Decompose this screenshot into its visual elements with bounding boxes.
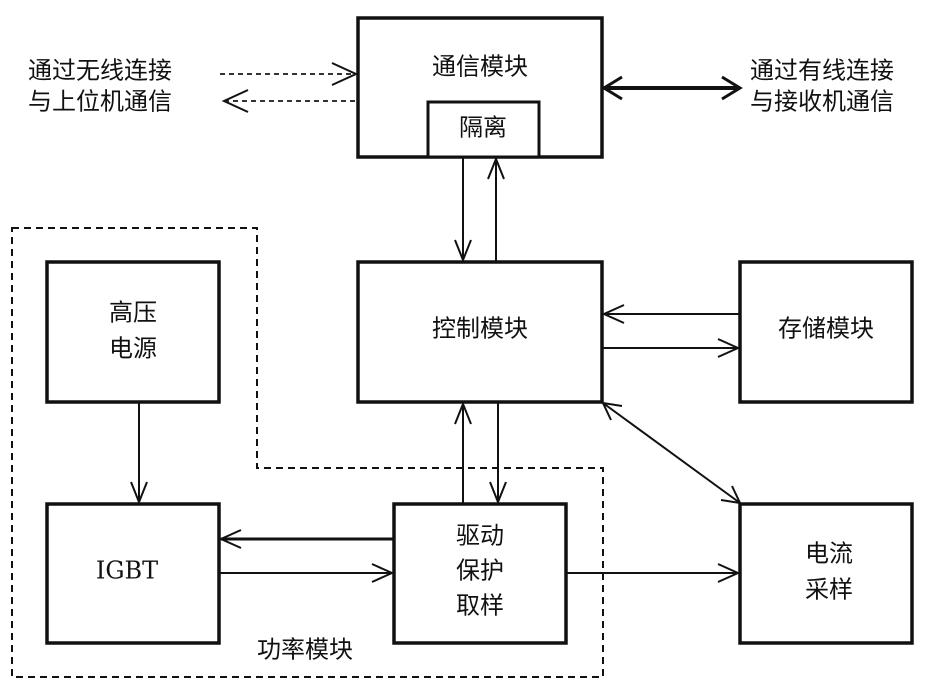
arrowhead-icon <box>721 75 743 101</box>
drive-line2: 保护 <box>456 557 504 585</box>
arrowhead-icon <box>454 239 472 263</box>
control-current-link <box>601 401 742 505</box>
arrowhead-icon <box>454 401 472 425</box>
power-module-label: 功率模块 <box>257 636 353 664</box>
current-sampling-block: 电流 采样 <box>738 502 914 645</box>
power-module-boundary <box>11 227 604 678</box>
arrowhead-icon <box>601 75 623 101</box>
wired-link <box>601 75 743 101</box>
control-drive-link <box>454 401 507 505</box>
hv-power-line2: 电源 <box>109 335 157 363</box>
comm-control-link <box>454 156 505 263</box>
arrowhead-icon <box>371 563 395 583</box>
arrowhead-icon <box>487 156 505 180</box>
current-line1: 电流 <box>805 540 853 568</box>
arrowhead-icon <box>218 529 242 549</box>
wired-label-line1: 通过有线连接 <box>750 57 894 85</box>
drive-protect-sample-block: 驱动 保护 取样 <box>392 502 568 645</box>
isolation-block <box>426 100 541 159</box>
current-line2: 采样 <box>805 576 853 604</box>
control-module-label: 控制模块 <box>432 315 528 343</box>
drive-current-link <box>566 563 741 583</box>
control-storage-link <box>601 304 741 358</box>
hv-power-block: 高压 电源 <box>45 260 221 404</box>
wireless-label-line1: 通过无线连接 <box>28 57 172 85</box>
drive-line3: 取样 <box>456 592 504 620</box>
arrowhead-icon <box>489 481 507 505</box>
drive-line1: 驱动 <box>456 522 504 550</box>
igbt-label: IGBT <box>96 557 158 585</box>
storage-module-label: 存储模块 <box>778 315 874 343</box>
control-module-block: 控制模块 <box>356 260 604 404</box>
storage-module-block: 存储模块 <box>738 260 914 404</box>
arrowhead-icon <box>130 481 148 505</box>
wireless-link <box>220 62 359 113</box>
arrowhead-icon <box>221 89 249 113</box>
comm-module-block: 通信模块 隔离 <box>356 16 604 159</box>
arrowhead-icon <box>331 62 359 86</box>
arrowhead-icon <box>717 338 741 358</box>
wireless-label-line2: 与上位机通信 <box>28 88 172 116</box>
wired-label-line2: 与接收机通信 <box>750 88 894 116</box>
power-module-label-bg <box>238 632 373 668</box>
hv-igbt-link <box>130 402 148 505</box>
arrowhead-icon <box>720 485 742 505</box>
igbt-block: IGBT <box>45 502 221 645</box>
arrowhead-icon <box>717 563 741 583</box>
arrowhead-icon <box>601 304 625 324</box>
isolation-label: 隔离 <box>459 114 507 142</box>
comm-module-label: 通信模块 <box>432 53 528 81</box>
drive-igbt-link <box>218 529 395 583</box>
arrowhead-icon <box>601 401 623 421</box>
hv-power-line1: 高压 <box>109 299 157 327</box>
